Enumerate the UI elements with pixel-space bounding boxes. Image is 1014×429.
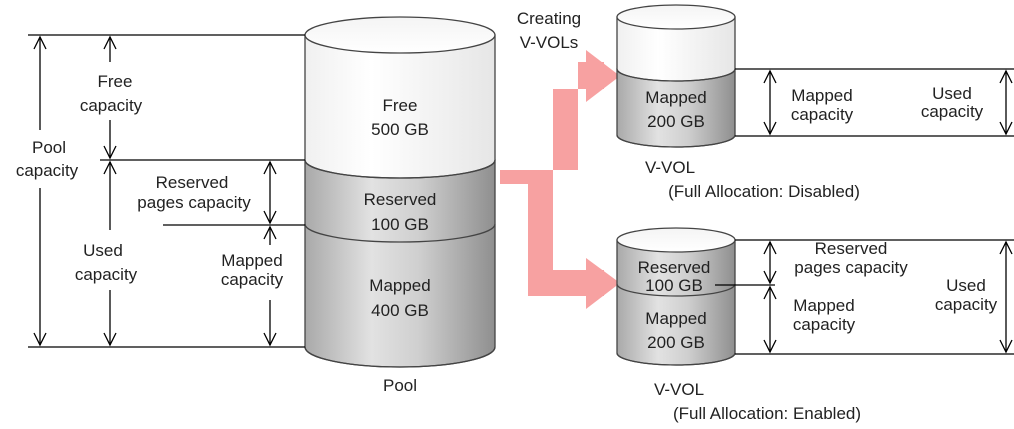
pool-mapped-size: 400 GB: [371, 301, 429, 320]
arrow-head-top: [586, 50, 620, 102]
vvol-enabled-labels: Reserved 100 GB Mapped 200 GB V-VOL (Ful…: [638, 258, 861, 423]
pool-dimension-lines: [28, 34, 305, 348]
creating-line1: Creating: [517, 9, 581, 28]
vvol-disabled-mapped-size: 200 GB: [647, 112, 705, 131]
vvol-enabled-setting: (Full Allocation: Enabled): [673, 404, 861, 423]
vvol-enabled-used-cap-line1: Used: [946, 276, 986, 295]
vvol-disabled-dimension-lines: [735, 68, 1014, 137]
vvol-enabled-used-cap-line2: capacity: [935, 295, 998, 314]
creating-arrows: [500, 50, 620, 309]
arrow-head-bottom: [586, 258, 620, 309]
arrow-trunk: [500, 62, 604, 296]
reserved-pages-line2: pages capacity: [137, 193, 251, 212]
vvol-enabled-mapped-cap-line1: Mapped: [793, 296, 854, 315]
pool-mapped-capacity-line1: Mapped: [221, 251, 282, 270]
vvol-disabled-dimension-labels: Mapped capacity Used capacity: [791, 84, 984, 124]
vvol-enabled-reserved-size: 100 GB: [645, 276, 703, 295]
vvol-enabled-dimension-lines: [715, 239, 1014, 355]
vvol-disabled-labels: Mapped 200 GB V-VOL (Full Allocation: Di…: [645, 88, 860, 201]
vvol-enabled-reserved-pages-line2: pages capacity: [794, 258, 908, 277]
pool-mapped-capacity-line2: capacity: [221, 270, 284, 289]
pool-capacity-line1: Pool: [32, 138, 66, 157]
vvol-disabled-mapped-cap-line1: Mapped: [791, 86, 852, 105]
pool-reserved-label: Reserved: [364, 190, 437, 209]
vvol-enabled-reserved-pages-line1: Reserved: [815, 239, 888, 258]
vvol-disabled-mapped-label: Mapped: [645, 88, 706, 107]
pool-mapped-label: Mapped: [369, 276, 430, 295]
vvol-disabled-setting: (Full Allocation: Disabled): [668, 182, 860, 201]
free-capacity-line1: Free: [98, 72, 133, 91]
pool-capacity-line2: capacity: [16, 161, 79, 180]
vvol-enabled-dimension-labels: Reserved pages capacity Mapped capacity …: [793, 239, 998, 334]
pool-reserved-size: 100 GB: [371, 215, 429, 234]
reserved-pages-line1: Reserved: [156, 173, 229, 192]
vvol-disabled-used-cap-line1: Used: [932, 84, 972, 103]
used-capacity-line2: capacity: [75, 265, 138, 284]
free-capacity-line2: capacity: [80, 96, 143, 115]
pool-free-label: Free: [383, 96, 418, 115]
vvol-enabled-name: V-VOL: [654, 380, 704, 399]
pool-segment-labels: Free 500 GB Reserved 100 GB Mapped 400 G…: [364, 96, 437, 395]
used-capacity-line1: Used: [83, 241, 123, 260]
vvol-disabled-used-cap-line2: capacity: [921, 102, 984, 121]
vvol-enabled-mapped-label: Mapped: [645, 309, 706, 328]
vvol-disabled-mapped-cap-line2: capacity: [791, 105, 854, 124]
vvol-enabled-mapped-cap-line2: capacity: [793, 315, 856, 334]
vvol-enabled-cylinder: [616, 227, 736, 366]
pool-caption: Pool: [383, 376, 417, 395]
pool-free-size: 500 GB: [371, 120, 429, 139]
pool-cylinder: [304, 16, 496, 368]
creating-vvols-label: Creating V-VOLs: [517, 9, 581, 52]
creating-line2: V-VOLs: [520, 33, 579, 52]
vvol-disabled-name: V-VOL: [645, 158, 695, 177]
vvol-enabled-mapped-size: 200 GB: [647, 333, 705, 352]
pool-dimension-labels: Pool capacity Free capacity Used capacit…: [16, 72, 284, 289]
vvol-disabled-cylinder: [616, 4, 736, 148]
vvol-enabled-reserved-label: Reserved: [638, 258, 711, 277]
